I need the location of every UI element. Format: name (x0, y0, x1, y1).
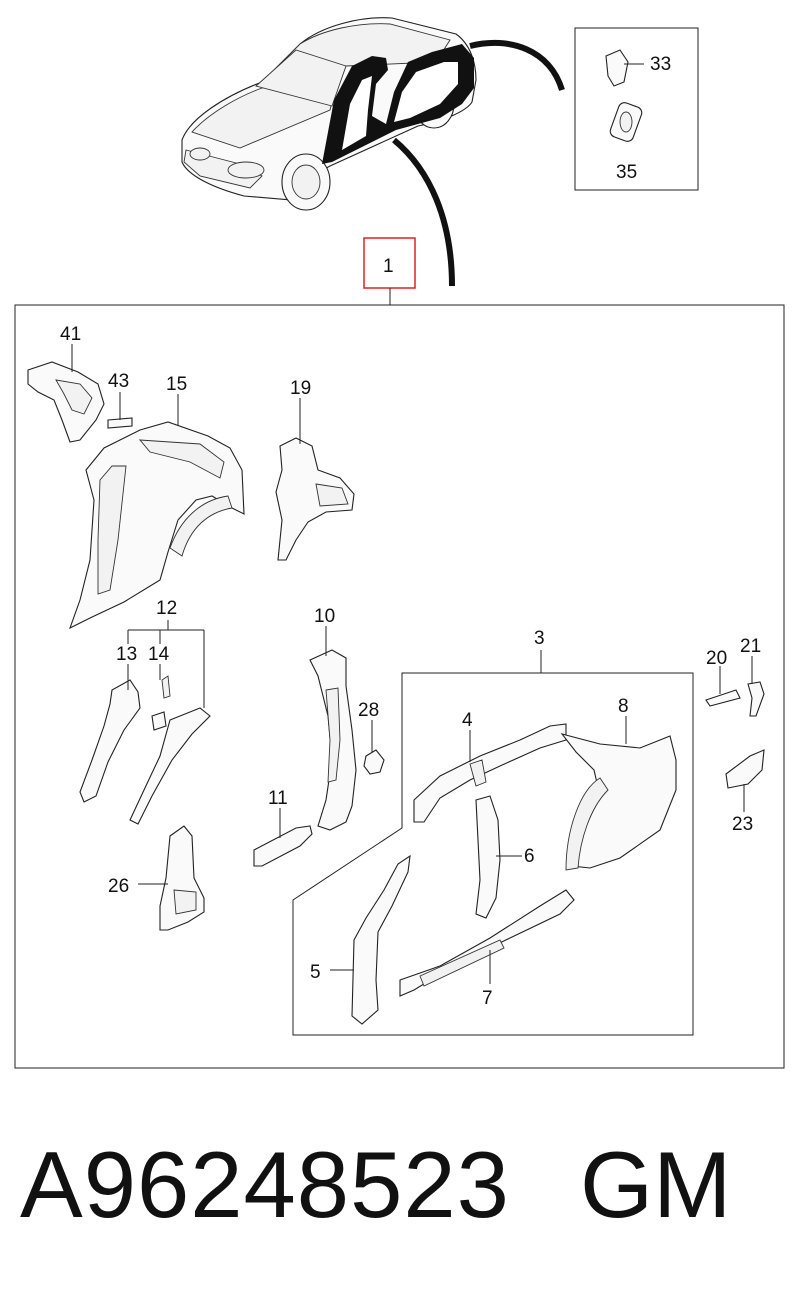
callout-10: 10 (314, 606, 335, 627)
part-19: 19 (275, 378, 355, 561)
callout-5: 5 (310, 962, 321, 983)
footer: A96248523 GM (0, 1130, 800, 1250)
part-23: 23 (725, 749, 765, 835)
callout-4: 4 (462, 710, 473, 731)
callout-15: 15 (166, 374, 187, 395)
callout-11: 11 (268, 788, 288, 809)
part-20: 20 (705, 648, 741, 707)
callout-8: 8 (618, 696, 629, 717)
callout-28: 28 (358, 700, 379, 721)
callout-35: 35 (616, 162, 637, 183)
callout-3: 3 (534, 628, 545, 649)
callout-1: 1 (383, 256, 394, 277)
callout-41: 41 (60, 324, 81, 345)
part-10: 10 (309, 606, 357, 831)
parts-diagram: 33 35 1 41 43 15 19 12 (14, 17, 785, 1069)
part-41: 41 (27, 324, 105, 443)
callout-1-group: 1 (363, 237, 416, 305)
brand-label: GM (580, 1132, 732, 1237)
assembly-frame (14, 304, 785, 1069)
callout-23: 23 (732, 814, 753, 835)
callout-6: 6 (524, 846, 535, 867)
callout-19: 19 (290, 378, 311, 399)
callout-26: 26 (108, 876, 129, 897)
part-21: 21 (740, 636, 765, 717)
callout-7: 7 (482, 988, 493, 1009)
part-number: A96248523 (20, 1132, 510, 1237)
part-3-group: 3 4 8 6 5 7 (292, 628, 694, 1036)
part-26: 26 (108, 825, 205, 931)
callout-13: 13 (116, 644, 137, 665)
callout-12: 12 (156, 598, 177, 619)
callout-20: 20 (706, 648, 727, 669)
callout-14: 14 (148, 644, 170, 665)
part-12-group: 12 13 14 (79, 598, 211, 825)
part-43: 43 (107, 371, 133, 429)
callout-43: 43 (108, 371, 129, 392)
part-15: 15 (69, 374, 245, 630)
callout-21: 21 (740, 636, 761, 657)
part-11: 11 (253, 788, 313, 867)
inset-box: 33 35 (574, 27, 699, 191)
car-overview (181, 17, 565, 287)
callout-33: 33 (650, 54, 671, 75)
part-28: 28 (358, 700, 385, 775)
